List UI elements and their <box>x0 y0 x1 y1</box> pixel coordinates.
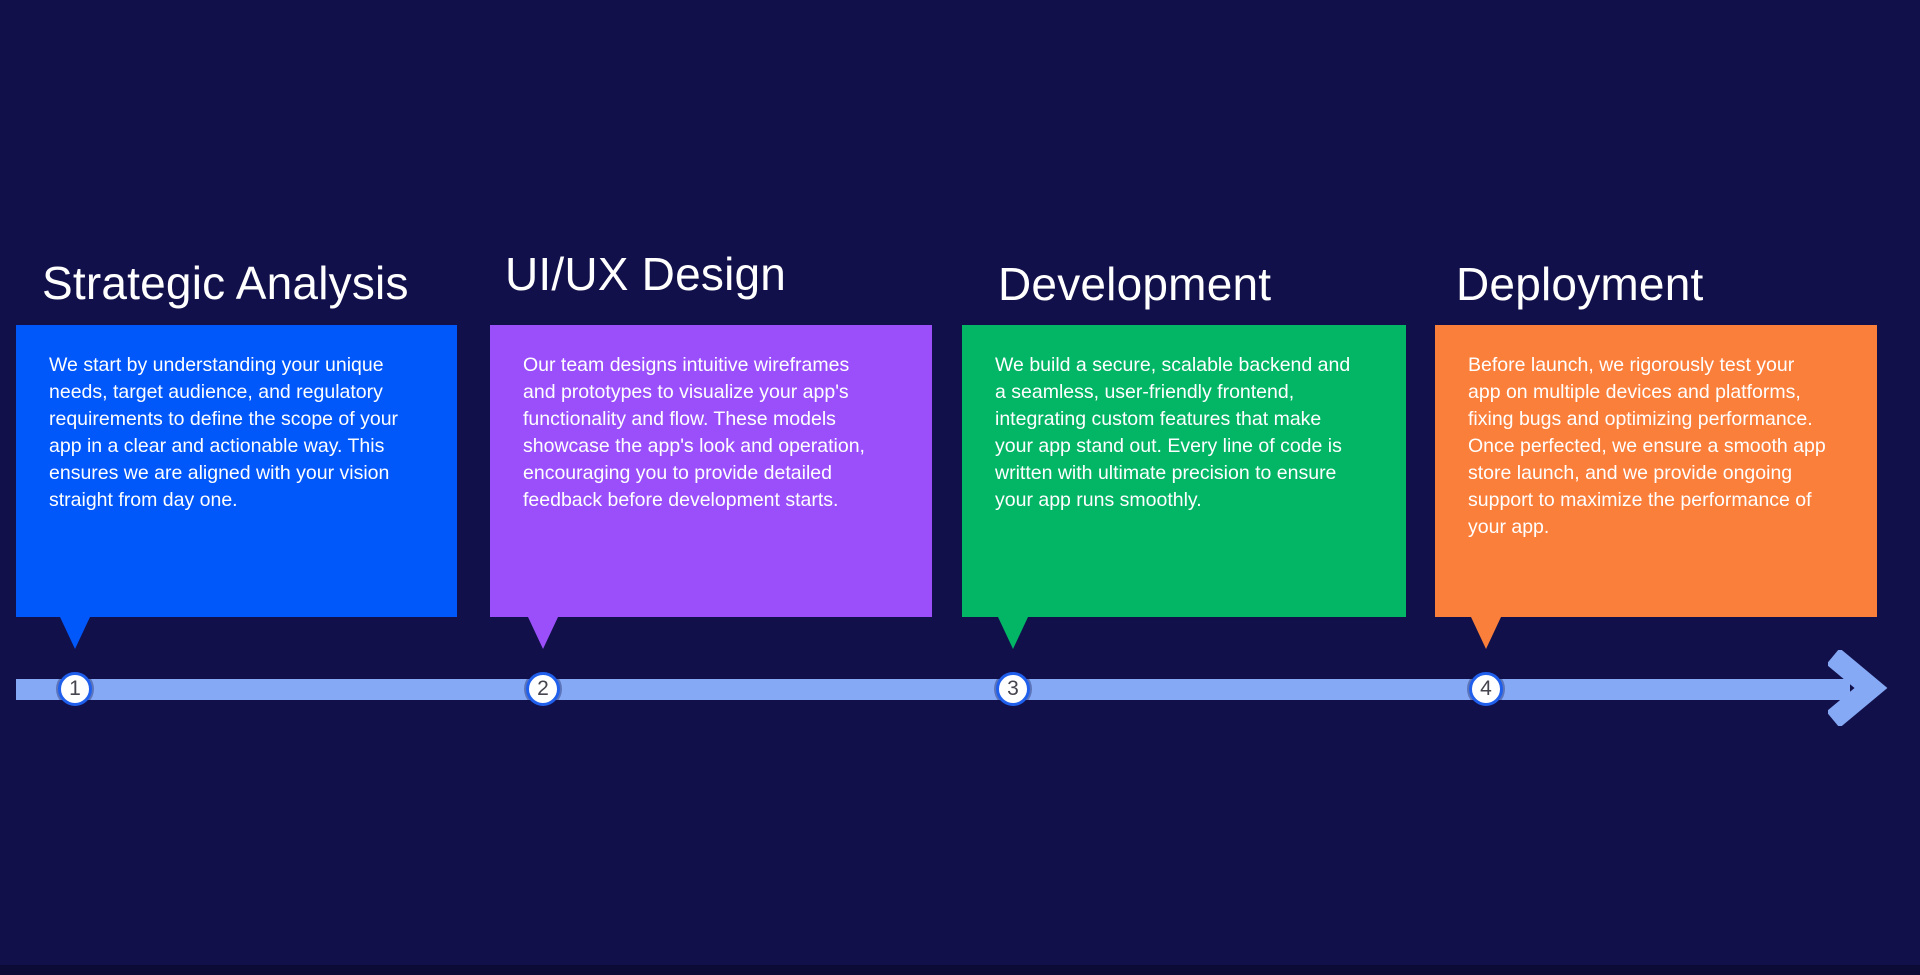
step-card-tail <box>528 617 558 649</box>
step-card: Our team designs intuitive wireframes an… <box>490 325 932 617</box>
step-description: Before launch, we rigorously test your a… <box>1468 354 1826 538</box>
step-column-strategic-analysis: Strategic Analysis We start by understan… <box>16 0 457 700</box>
timeline-bar <box>16 679 1850 700</box>
step-title: Deployment <box>1456 258 1704 310</box>
step-description: We start by understanding your unique ne… <box>49 354 399 511</box>
step-title: Strategic Analysis <box>42 257 409 309</box>
step-description: Our team designs intuitive wireframes an… <box>523 354 865 511</box>
step-column-deployment: Deployment Before launch, we rigorously … <box>1435 0 1877 700</box>
step-column-uiux-design: UI/UX Design Our team designs intuitive … <box>490 0 932 700</box>
step-marker-3: 3 <box>996 672 1030 706</box>
step-description: We build a secure, scalable backend and … <box>995 354 1351 511</box>
step-card-tail <box>998 617 1028 649</box>
step-marker-4: 4 <box>1469 672 1503 706</box>
step-card: We build a secure, scalable backend and … <box>962 325 1406 617</box>
step-card-tail <box>1471 617 1501 649</box>
step-marker-2: 2 <box>526 672 560 706</box>
step-title: UI/UX Design <box>505 248 787 300</box>
step-card-tail <box>60 617 90 649</box>
step-column-development: Development We build a secure, scalable … <box>962 0 1406 700</box>
step-marker-1: 1 <box>58 672 92 706</box>
arrow-right-icon <box>1828 650 1888 726</box>
step-card: We start by understanding your unique ne… <box>16 325 457 617</box>
footer-strip <box>0 965 1920 975</box>
step-title: Development <box>998 258 1272 310</box>
step-card: Before launch, we rigorously test your a… <box>1435 325 1877 617</box>
